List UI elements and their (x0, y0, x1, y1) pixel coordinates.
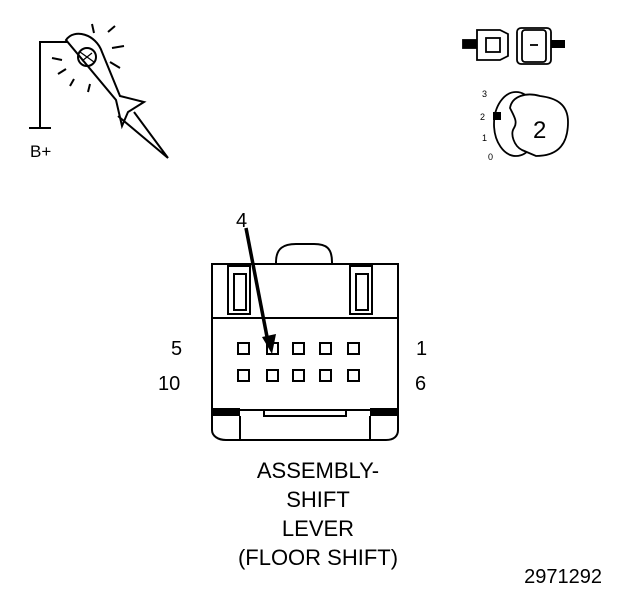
pin-cavity (319, 342, 332, 355)
position-label-0: 0 (488, 152, 493, 162)
connector-face (211, 243, 399, 441)
row-label-top-right: 1 (416, 338, 427, 360)
connector-body (211, 317, 399, 411)
caption-line-1: ASSEMBLY- (256, 458, 380, 483)
caption-line-4: (FLOOR SHIFT) (237, 545, 399, 570)
probe-lead (39, 41, 70, 128)
caption-line-3: LEVER (281, 516, 355, 541)
probe-body (64, 32, 147, 130)
position-label-3: 3 (482, 89, 487, 99)
pin-cavity (319, 369, 332, 382)
probe-label: B+ (30, 142, 51, 161)
pin-cavity (292, 369, 305, 382)
pin-4-callout-arrow (244, 227, 276, 354)
pin-cavity (347, 369, 360, 382)
connector-view-number: 2 (533, 117, 546, 144)
pin-cavity (347, 342, 360, 355)
pin-4-callout-label: 4 (236, 210, 247, 232)
pin-cavity (266, 369, 279, 382)
pin-cavity (237, 342, 250, 355)
connector-pins (237, 342, 360, 382)
pin-cavity (292, 342, 305, 355)
position-label-2: 2 (480, 112, 485, 122)
position-switch-icon (493, 91, 569, 157)
connector-icon (462, 27, 565, 65)
light-rays-icon (51, 23, 125, 93)
row-label-bottom-left: 10 (158, 373, 180, 395)
row-label-bottom-right: 6 (415, 373, 426, 395)
connector-bottom-shroud (211, 409, 399, 441)
row-label-top-left: 5 (171, 338, 182, 360)
figure-id: 2971292 (524, 566, 602, 588)
caption-line-2: SHIFT (286, 487, 350, 512)
pin-cavity (237, 369, 250, 382)
position-label-1: 1 (482, 133, 487, 143)
component-caption: ASSEMBLY- SHIFT LEVER (FLOOR SHIFT) (200, 456, 436, 572)
probe-needle (117, 111, 169, 159)
test-light-probe (29, 23, 169, 159)
probe-bulb-icon (77, 47, 97, 67)
